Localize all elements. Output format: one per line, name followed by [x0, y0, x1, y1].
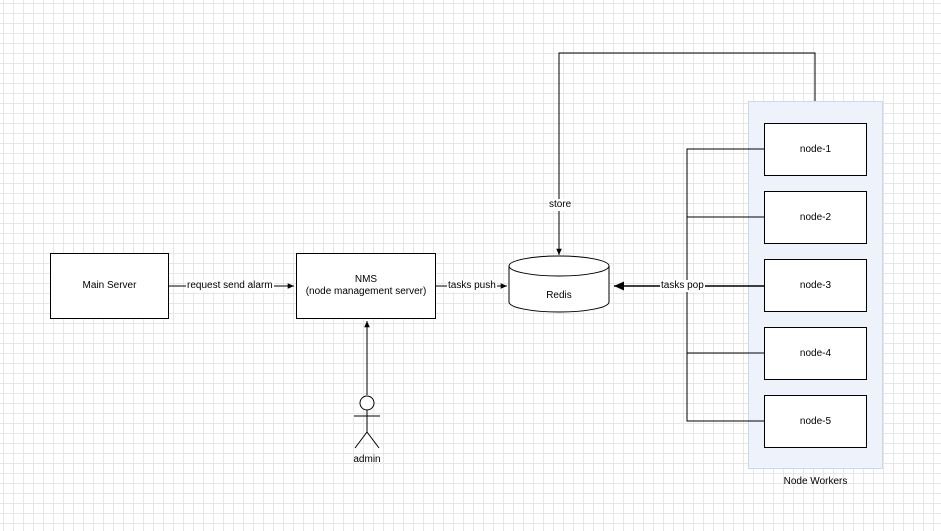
edge-push-label: tasks push: [447, 280, 497, 292]
nms-subtitle: (node management server): [305, 286, 427, 297]
nms-box[interactable]: NMS (node management server): [296, 253, 436, 319]
nms-title: NMS: [354, 274, 378, 285]
edge-request-label: request send alarm: [186, 280, 274, 292]
worker-node-label: node-5: [799, 415, 832, 427]
worker-node-2[interactable]: node-2: [764, 191, 867, 244]
worker-node-3[interactable]: node-3: [764, 259, 867, 312]
admin-label: admin: [353, 454, 381, 465]
worker-node-1[interactable]: node-1: [764, 123, 867, 176]
worker-node-label: node-4: [799, 347, 832, 359]
worker-node-5[interactable]: node-5: [764, 395, 867, 448]
node-workers-label: Node Workers: [783, 476, 848, 487]
worker-node-label: node-1: [799, 143, 832, 155]
edge-pop-label: tasks pop: [660, 280, 705, 292]
admin-actor-icon[interactable]: [354, 395, 380, 449]
main-server-label: Main Server: [82, 280, 137, 291]
worker-node-4[interactable]: node-4: [764, 327, 867, 380]
worker-node-label: node-2: [799, 211, 832, 223]
edge-store-label: store: [548, 199, 573, 211]
redis-label: Redis: [546, 290, 572, 301]
worker-node-label: node-3: [799, 279, 832, 291]
edge-store-line: [556, 52, 816, 255]
redis-cylinder[interactable]: [508, 255, 610, 313]
main-server-box[interactable]: Main Server: [50, 253, 169, 319]
